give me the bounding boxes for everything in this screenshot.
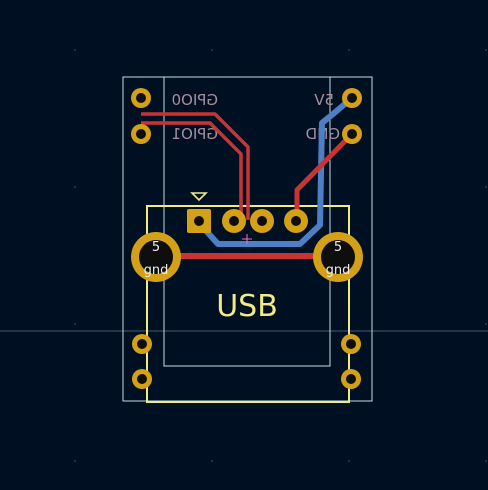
mount-pad-right-number: 5 — [334, 240, 342, 255]
trace-gpio1[interactable] — [141, 121, 243, 220]
label-gpio1: GPIO1 — [172, 125, 218, 143]
usb-label: USB — [216, 289, 278, 324]
pad-bottom-right-2[interactable] — [341, 369, 361, 389]
trace-5v-back[interactable] — [196, 95, 355, 247]
mount-pad-left-net: gnd — [144, 263, 169, 278]
usb-pad-1[interactable] — [187, 209, 211, 233]
label-5v: 5V — [313, 91, 334, 109]
mount-pad-left-number: 5 — [152, 240, 160, 255]
usb-pad-3[interactable] — [250, 209, 274, 233]
label-gpio0: GPIO0 — [172, 91, 218, 109]
pad-bottom-right-1[interactable] — [341, 334, 361, 354]
trace-gpio0[interactable] — [141, 112, 250, 220]
pad-bottom-left-2[interactable] — [132, 369, 152, 389]
usb-pad-2[interactable] — [222, 209, 246, 233]
footprint-anchor-marker — [242, 234, 252, 244]
pad-gnd[interactable] — [342, 124, 362, 144]
pad-bottom-left-1[interactable] — [132, 334, 152, 354]
label-gpio1-group: GPIO1 — [172, 125, 218, 143]
mount-pad-right[interactable]: 5 gnd — [313, 232, 363, 282]
usb-pad-4[interactable] — [284, 209, 308, 233]
pin1-triangle-marker — [190, 192, 208, 202]
pad-gpio1[interactable] — [131, 124, 151, 144]
grid-dots — [74, 49, 487, 462]
mount-pad-left[interactable]: 5 gnd — [131, 232, 181, 282]
pad-5v[interactable] — [342, 88, 362, 108]
label-5v-group: 5V — [313, 91, 334, 109]
label-gpio0-group: GPIO0 — [172, 91, 218, 109]
pad-gpio0[interactable] — [131, 88, 151, 108]
mount-pad-right-net: gnd — [326, 263, 351, 278]
usb-cutout-outline — [163, 76, 331, 367]
